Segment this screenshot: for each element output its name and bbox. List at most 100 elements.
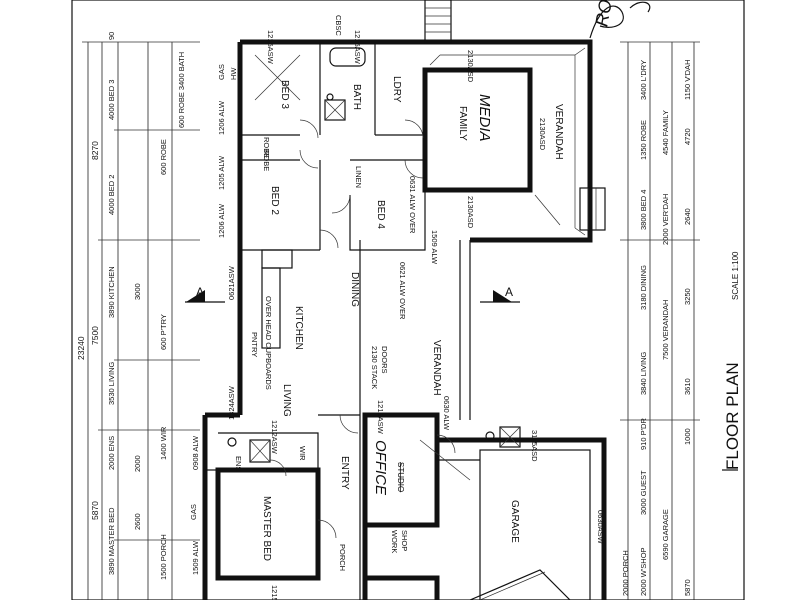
room-office: OFFICE [372,440,389,496]
shower [324,99,346,121]
dim-bed2: 4000 BED 2 [107,175,116,215]
win-0908: 0908 ALW [191,435,200,470]
room-bath: BATH [351,84,362,110]
stairs-top [424,0,452,43]
note-hw: HW [229,67,238,80]
rdim-bed4: 3800 BED 4 [639,190,648,230]
note-cbsc: CBSC [334,15,343,36]
handwritten-note: RO [589,0,651,39]
win-top-2: 1215ASW [353,30,362,65]
room-robe2: ROBE [262,150,271,171]
rdim-3250: 3250 [683,288,692,305]
toilet-ensuite [227,437,237,447]
stairs-right [579,187,606,231]
section-label-left: A [196,285,204,299]
win-fam-east: 2130ASD [538,118,547,151]
toilet-powder [485,431,495,441]
room-ldry: LDRY [391,76,402,103]
room-verandah-mid: VERANDAH [431,340,442,396]
ensuite-shower [249,439,271,463]
sheet-scale: SCALE 1:100 [731,251,740,300]
room-family: FAMILY [457,106,468,141]
powder-shower [499,426,521,448]
handwritten-note-text: RO [591,0,615,28]
room-entry: ENTRY [339,456,350,490]
win-top-3: 2130ASD [466,50,475,83]
dim-overall: 23240 [76,336,86,360]
right-dimension-strings [620,41,700,600]
room-master-bed: MASTER BED [261,496,272,561]
win-bed4: 1509 ALW [430,230,439,265]
dim-wir: 1400 WIR [159,426,168,460]
dim-porch: 1500 PORCH [159,534,168,580]
dim-living: 3530 LIVING [107,361,116,405]
win-1206-b: 1206 ALW [217,203,226,238]
room-porch: PORCH [338,544,347,571]
note-stack-1: 2130 STACK [370,346,379,389]
rdim-verandah: 7500 VERANDAH [661,300,670,360]
garage-ramp [469,569,571,600]
rdim-living: 3840 LIVING [639,351,648,395]
room-office-struck: STUDIO [396,462,405,492]
room-media: MEDIA [476,94,493,142]
note-stack-2: DOORS [380,346,389,374]
win-0621asw: 0621ASW [227,265,236,300]
dim-bed3: 4000 BED 3 [107,80,116,120]
win-garage-top: 3115ASD [530,430,539,462]
section-label-right: A [505,285,513,299]
sheet-title: FLOOR PLAN [723,362,742,470]
rdim-1150: 1150 V'DAH [683,60,692,100]
room-living: LIVING [281,384,292,417]
dim-90-top: 90 [107,32,116,40]
bathtub [329,47,366,67]
room-pntry: PNTRY [250,332,259,357]
room-bed3: BED 3 [279,80,290,109]
win-master-bottom: 1215ASW [270,585,279,600]
rdim-family: 4540 FAMILY [661,110,670,155]
dim-3000: 3000 [133,283,142,300]
section-marker-a [185,290,520,303]
win-1212: 1212ASW [270,420,279,455]
rdim-wshop: 2000 W'SHOP [639,547,648,596]
note-gas-top: GAS [217,64,226,80]
fridge-space [261,249,293,269]
dim-pntry: 600 P'TRY [159,314,168,350]
rdim-garage: 6590 GARAGE [661,509,670,560]
room-kitchen: KITCHEN [293,306,304,350]
room-verandah-top: VERANDAH [553,104,564,160]
rdim-dining: 3180 DINING [639,265,648,310]
room-wir: WIR [298,446,307,461]
dim-master: 3890 MASTER BED [107,507,116,575]
door-swings [269,119,456,539]
win-1206-a: 1206 ALW [217,100,226,135]
dim-2600: 2600 [133,513,142,530]
dim-kitchen: 3890 KITCHEN [107,266,116,318]
win-fam-south: 2130ASD [466,196,475,229]
note-gas-bottom: GAS [189,504,198,520]
win-1205: 1205 ALW [217,155,226,190]
toilet-bath [326,93,334,101]
rdim-2640: 2640 [683,208,692,225]
win-top-1: 1215ASW [266,30,275,65]
win-garage-side: 0630ASW [596,510,605,545]
dim-7500: 7500 [90,326,100,345]
dim-5870: 5870 [90,501,100,520]
room-linen: LINEN [354,166,363,188]
room-dining: DINING [349,272,360,307]
rdim-pdr: 910 P'DR [639,418,648,450]
win-office: 1212ASW [376,400,385,435]
rdim-ldry: 3400 L'DRY [639,60,648,100]
room-robe1: ROBE [262,137,271,158]
room-ens: ENS [234,456,243,471]
room-garage: GARAGE [509,500,520,543]
dim-8270: 8270 [90,141,100,160]
note-alw-over-2: 0621 ALW OVER [398,262,407,320]
rdim-porch: 2000 PORCH [621,550,630,596]
win-0630: 0630 ALW [442,396,451,431]
sheet-border [71,0,745,600]
left-dimension-strings [82,41,200,600]
note-overhead: OVER HEAD CUPBOARDS [264,296,273,390]
building-walls [202,39,607,600]
verandah-roof-lines [254,47,586,481]
